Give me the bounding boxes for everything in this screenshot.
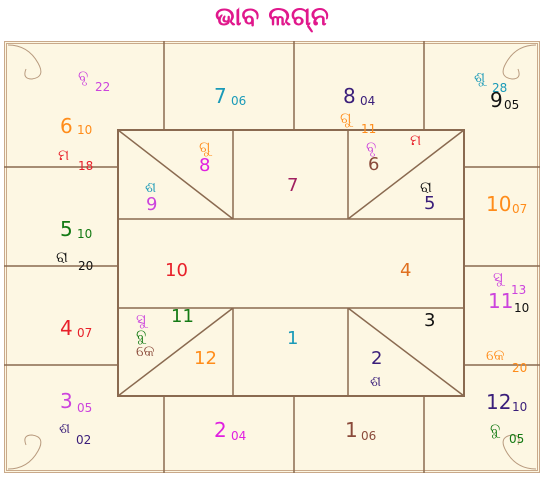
planet-degree: 20	[512, 362, 527, 374]
planet-label: ଶୁ	[474, 70, 485, 85]
house-degree: 05	[504, 99, 519, 111]
planet-label: ବୁ	[490, 422, 500, 437]
house-degree: 06	[231, 95, 246, 107]
house-number: 11	[171, 308, 194, 326]
house-number: 8	[199, 157, 210, 175]
house-degree: 07	[77, 327, 92, 339]
house-degree: 04	[360, 95, 375, 107]
house-degree: 05	[77, 402, 92, 414]
house-number: 12	[486, 392, 511, 412]
house-number: 9	[146, 196, 157, 214]
house-degree: 06	[361, 430, 376, 442]
planet-label: ଗୁ	[199, 140, 211, 155]
planet-label: ସୁ	[493, 270, 503, 285]
house-number: 11	[488, 291, 513, 311]
house-number: 10	[486, 194, 511, 214]
house-number: 5	[424, 195, 435, 213]
planet-label: କେ	[486, 348, 505, 363]
planet-degree: 11	[361, 123, 376, 135]
planet-label: ବୃ	[78, 69, 88, 84]
house-number: 7	[214, 86, 227, 106]
house-number: 1	[287, 330, 298, 348]
house-number: 10	[165, 262, 188, 280]
planet-degree: 02	[76, 434, 91, 446]
house-number: 9	[490, 90, 503, 110]
planet-label: ବୁ	[136, 328, 146, 343]
diagonal-line	[118, 130, 233, 219]
house-degree: 07	[512, 203, 527, 215]
planet-label: ଶ	[59, 421, 70, 436]
house-number: 6	[368, 156, 379, 174]
planet-degree: 20	[78, 260, 93, 272]
house-degree: 10	[514, 302, 529, 314]
house-number: 3	[424, 312, 435, 330]
planet-label: ମ	[410, 133, 421, 148]
house-number: 5	[60, 219, 73, 239]
planet-label: ଶ	[145, 180, 156, 195]
planet-degree: 18	[78, 160, 93, 172]
planet-label: ରା	[56, 250, 68, 265]
house-number: 8	[343, 86, 356, 106]
planet-label: ମ	[58, 148, 69, 163]
planet-label: ଗୁ	[340, 111, 352, 126]
house-number: 7	[287, 177, 298, 195]
house-number: 6	[60, 116, 73, 136]
house-number: 3	[60, 391, 73, 411]
house-number: 12	[194, 350, 217, 368]
planet-label: ବୃ	[366, 140, 376, 155]
house-number: 2	[214, 420, 227, 440]
house-number: 4	[60, 318, 73, 338]
house-degree: 04	[231, 430, 246, 442]
house-number: 4	[400, 262, 411, 280]
planet-label: ସୁ	[136, 312, 146, 327]
house-degree: 10	[77, 228, 92, 240]
house-number: 2	[371, 350, 382, 368]
house-degree: 10	[512, 401, 527, 413]
house-number: 1	[345, 420, 358, 440]
diagonal-line	[348, 308, 464, 396]
house-degree: 10	[77, 124, 92, 136]
planet-label: କେ	[136, 344, 155, 359]
planet-label: ଶ	[370, 374, 381, 389]
planet-degree: 05	[509, 433, 524, 445]
planet-degree: 22	[95, 81, 110, 93]
